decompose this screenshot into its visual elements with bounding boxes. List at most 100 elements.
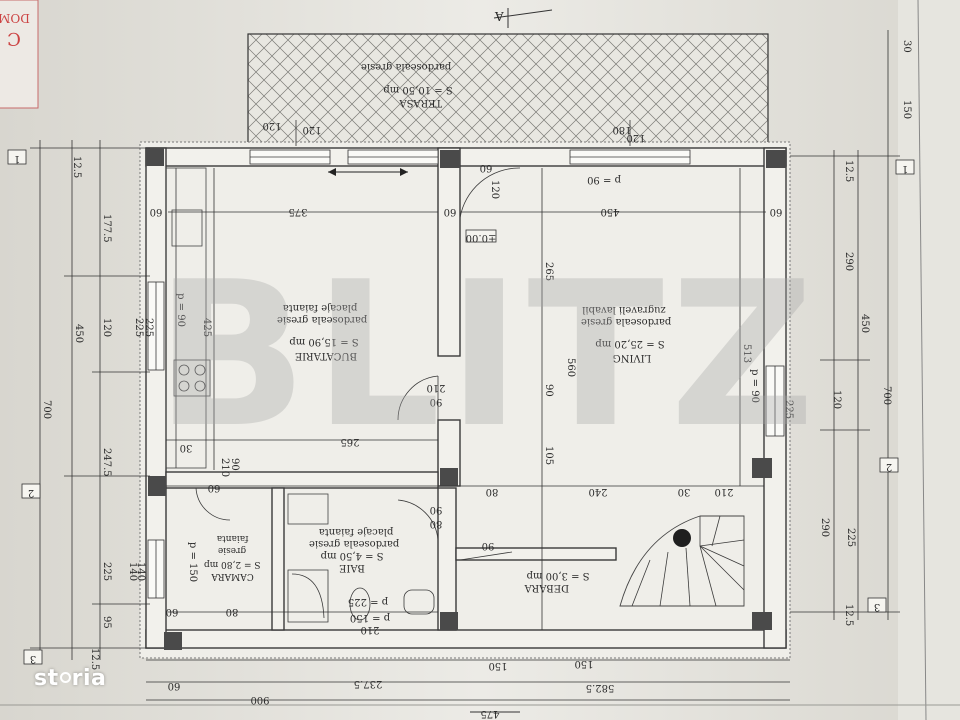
dim-interior: 140	[127, 562, 138, 581]
column	[164, 632, 182, 650]
axis-label: 2	[886, 461, 892, 472]
window-label: p = 150	[350, 612, 390, 623]
door-swing-camara	[195, 487, 231, 521]
stove-icon	[173, 359, 211, 397]
dim-bottom: 582.5	[586, 682, 615, 693]
paper-edge-line	[917, 0, 927, 720]
door-swing-baie	[397, 499, 439, 541]
dim-right-3: 290	[843, 252, 854, 271]
wall-camara-baie	[271, 487, 285, 631]
toilet-icon	[349, 587, 371, 621]
dim-left-4: 225	[101, 562, 112, 581]
dim-interior: 180	[612, 124, 631, 135]
column	[752, 612, 772, 630]
logo-part: ria	[71, 666, 107, 691]
dim-interior: 210	[714, 486, 733, 497]
column	[766, 150, 786, 168]
interior-dimension-lines	[166, 168, 766, 630]
debara-area: S = 3,00 mp	[527, 570, 590, 581]
dim-interior: 425	[201, 318, 212, 337]
interior-dimension-texts: 375 450 425 265 265 560 513 90 105 80 24…	[127, 162, 794, 635]
room-bucatarie: BUCATARIE S = 15,90 mp pardoseala gresie…	[277, 302, 367, 361]
dim-left-5: 95	[101, 616, 112, 629]
windows-top	[249, 149, 691, 165]
dim-interior: 90	[543, 384, 554, 397]
logo-part: st	[34, 666, 59, 691]
dim-interior: 90	[482, 540, 495, 551]
door-swing-living	[459, 167, 521, 219]
dim-right-mid-1: 225	[845, 528, 856, 547]
baie-floor: pardoseala gresie	[309, 538, 399, 549]
dim-interior: 225	[143, 318, 154, 337]
dim-left-1: 177.5	[101, 214, 112, 243]
column	[146, 148, 164, 166]
washer-icon	[287, 493, 329, 525]
section-label: A	[495, 9, 505, 23]
baie-area: S = 4,50 mp	[321, 550, 384, 561]
axis-label: 2	[28, 487, 34, 498]
column	[752, 458, 772, 478]
terrace-area: TERASA S = 10,50 mp pardoseala gresie	[247, 33, 769, 145]
window-labels: p = 90 p = 90 p = 90 p = 150 p = 150 p =…	[175, 174, 760, 623]
dim-interior: 225	[133, 318, 144, 337]
dim-bottom: 150	[574, 658, 593, 669]
elevation-mark: ±0.00	[465, 229, 497, 243]
dim-interior: 120	[626, 132, 645, 143]
dim-left-mid-0: 450	[73, 324, 84, 343]
dim-bottom: 900	[250, 694, 269, 705]
dim-interior: 265	[340, 436, 359, 447]
camara-walls: faianta	[216, 533, 248, 543]
dim-left-2: 120	[101, 318, 112, 337]
dim-interior: 80	[430, 518, 443, 529]
axis-bubbles-right: 1 2 3	[867, 159, 915, 613]
paper-right-margin	[898, 0, 960, 720]
wall-bottom	[145, 629, 787, 649]
dim-interior: 560	[565, 358, 576, 377]
watermark-text: BLITZ	[155, 239, 821, 472]
terasa-floor: pardoseala gresie	[361, 61, 451, 72]
door-swing-kitchen	[397, 375, 439, 421]
bucatarie-name: BUCATARIE	[295, 350, 357, 361]
window-label: p = 90	[587, 174, 621, 185]
dim-right-mid-0: 450	[859, 314, 870, 333]
elevation-value: ±0.00	[466, 232, 497, 243]
dim-interior: 225	[783, 400, 794, 419]
logo-o-icon	[59, 672, 71, 683]
dim-interior: 210	[219, 458, 230, 477]
dim-interior: 60	[150, 206, 163, 217]
bucatarie-floor: pardoseala gresie	[277, 314, 367, 325]
room-baie: BAIE S = 4,50 mp pardoseala gresie placa…	[309, 526, 399, 573]
axis-label: 1	[902, 163, 908, 174]
window-label: p = 90	[749, 369, 760, 403]
dimension-chain-right: 30 150 12.5 290 120 290 12.5 450 225 700	[790, 30, 912, 626]
shower-icon	[287, 569, 329, 623]
dim-right-mid-2: 700	[881, 386, 892, 405]
camara-area: S = 2,80 mp	[204, 559, 261, 569]
section-marker: A	[470, 8, 553, 713]
window-label: p = 150	[187, 542, 198, 582]
dim-interior: 265	[543, 262, 554, 281]
window-label: p = 90	[175, 293, 186, 327]
bathroom-fixtures	[287, 493, 435, 623]
dim-bottom: 237.5	[354, 678, 383, 689]
dim-interior: 140	[135, 562, 146, 581]
dim-bottom: 150	[488, 660, 507, 671]
dim-bottom: 475	[480, 708, 499, 719]
bucatarie-walls: placaje faianta	[283, 302, 358, 313]
title-stamp: C DOM	[0, 0, 39, 109]
living-name: LIVING	[613, 352, 652, 363]
axis-label: 1	[14, 153, 20, 164]
bucatarie-area: S = 15,90 mp	[289, 336, 358, 347]
dim-right-4: 120	[831, 390, 842, 409]
stair-newel-icon	[673, 529, 691, 547]
debara-name: DEBARA	[524, 582, 569, 593]
column	[148, 476, 166, 496]
washbasin-icon	[403, 589, 435, 615]
dim-interior: 30	[678, 486, 691, 497]
terasa-area: S = 10,50 mp	[383, 84, 452, 95]
stamp-line-2: DOM	[0, 11, 30, 25]
room-camara: CAMARA S = 2,80 mp gresie faianta	[204, 533, 261, 581]
dim-left-3: 247.5	[101, 448, 112, 477]
